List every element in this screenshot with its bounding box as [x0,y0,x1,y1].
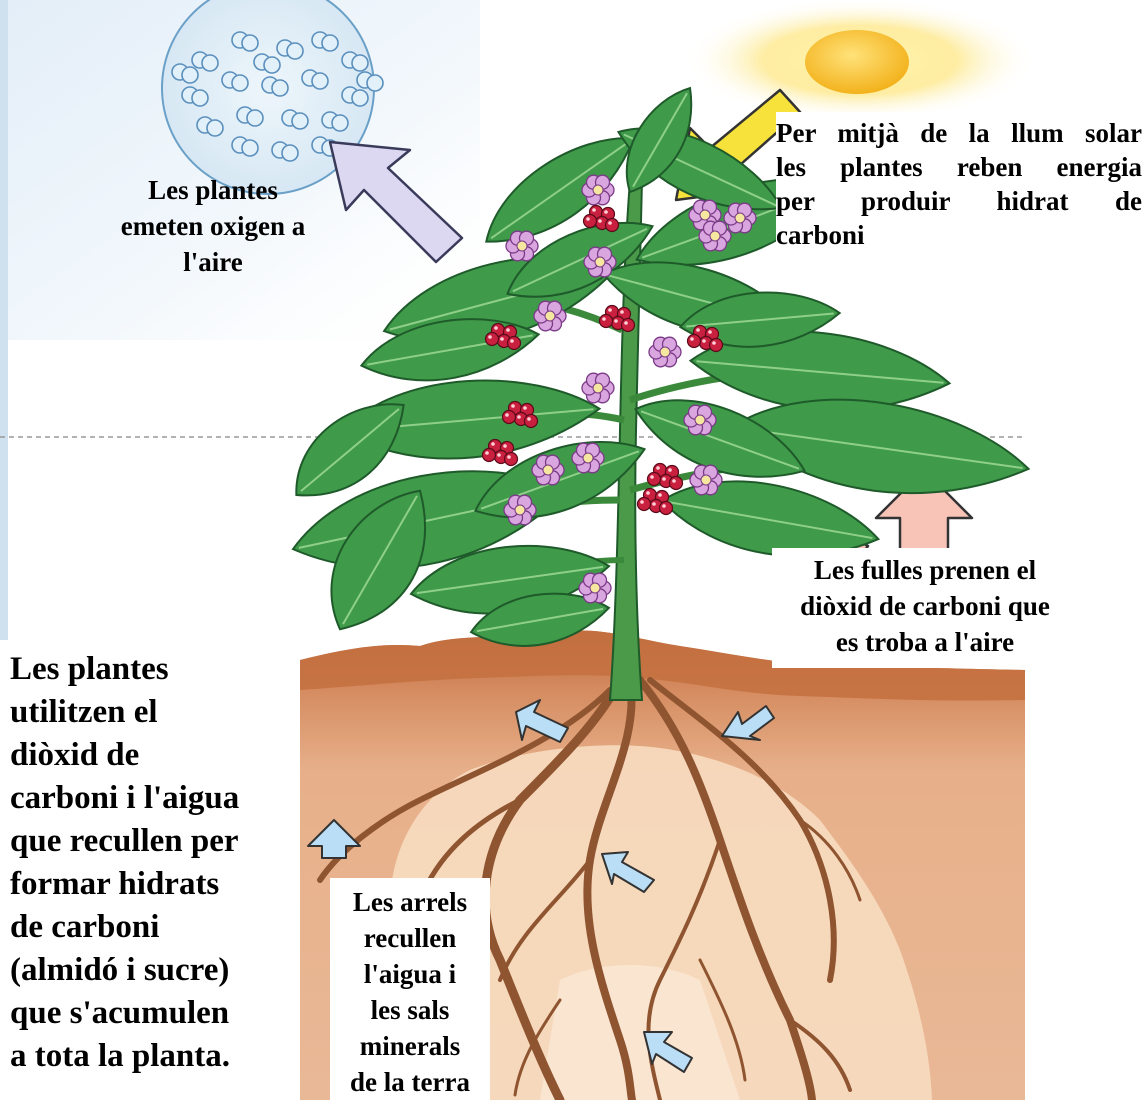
berry-cluster [638,489,673,515]
roots-label-line: l'aigua i [330,956,490,992]
co2-label: Les fulles prenen el diòxid de carboni q… [772,548,1078,668]
oxygen-molecule [192,90,208,106]
photosynthesis-label-line: a tota la planta. [10,1035,300,1078]
photosynthesis-label-line: formar hidrats [10,863,300,906]
flower [534,301,566,331]
flower [572,443,604,473]
photosynthesis-label-line: (almidó i sucre) [10,949,300,992]
oxygen-molecule [332,115,348,131]
berry-cluster [648,464,683,490]
roots-label-line: recullen [330,920,490,956]
left-border [0,0,8,640]
sunlight-label-line: carboni [776,218,1142,252]
flower [690,465,722,495]
sunlight-label-line: les plantes reben energia [776,150,1142,184]
flower [699,221,731,251]
flower [504,495,536,525]
oxygen-molecule [312,73,328,89]
co2-label-line: es troba a l'aire [772,624,1078,660]
photosynthesis-label-line: Les plantes [10,648,300,691]
oxygen-molecule [272,80,288,96]
oxygen-molecule [232,75,248,91]
flower [582,175,614,205]
flower [532,455,564,485]
flower [506,231,538,261]
oxygen-molecule [202,55,218,71]
roots-label-line: de la terra [330,1064,490,1100]
photosynthesis-label-line: diòxid de [10,734,300,777]
sunlight-label: Per mitjà de la llum solar les plantes r… [776,112,1142,254]
oxygen-molecule [282,145,298,161]
co2-label-line: diòxid de carboni que [772,588,1078,624]
oxygen-molecule [264,57,280,73]
oxygen-molecule [367,75,383,91]
co2-label-line: Les fulles prenen el [772,552,1078,588]
oxygen-molecule [207,120,223,136]
photosynthesis-label-line: de carboni [10,906,300,949]
flower [684,405,716,435]
oxygen-label-line: emeten oxigen a [100,208,326,244]
oxygen-molecule [292,113,308,129]
flower [584,247,616,277]
flower [579,573,611,603]
oxygen-molecule [322,35,338,51]
flower [724,203,756,233]
photosynthesis-label-line: que recullen per [10,820,300,863]
photosynthesis-label-line: carboni i l'aigua [10,777,300,820]
oxygen-label-line: l'aire [100,244,326,280]
roots-label: Les arrels recullen l'aigua i les sals m… [330,878,490,1100]
oxygen-label-line: Les plantes [100,172,326,208]
sunlight-label-line: Per mitjà de la llum solar [776,116,1142,150]
oxygen-label: Les plantes emeten oxigen a l'aire [100,172,326,280]
flower [582,373,614,403]
oxygen-molecule [287,43,303,59]
oxygen-molecule [247,110,263,126]
flower [649,337,681,367]
oxygen-molecule [352,90,368,106]
photosynthesis-label: Les plantes utilitzen el diòxid de carbo… [10,648,300,1078]
sun-icon [685,0,1035,122]
berry-cluster [584,206,619,232]
oxygen-molecule [242,35,258,51]
roots-label-line: Les arrels [330,884,490,920]
oxygen-molecule [352,55,368,71]
oxygen-molecule [242,140,258,156]
photosynthesis-label-line: utilitzen el [10,691,300,734]
roots-label-line: minerals [330,1028,490,1064]
oxygen-molecule [182,67,198,83]
photosynthesis-label-line: que s'acumulen [10,992,300,1035]
berry-cluster [600,306,635,332]
sunlight-label-line: per produir hidrat de [776,184,1142,218]
roots-label-line: les sals [330,992,490,1028]
